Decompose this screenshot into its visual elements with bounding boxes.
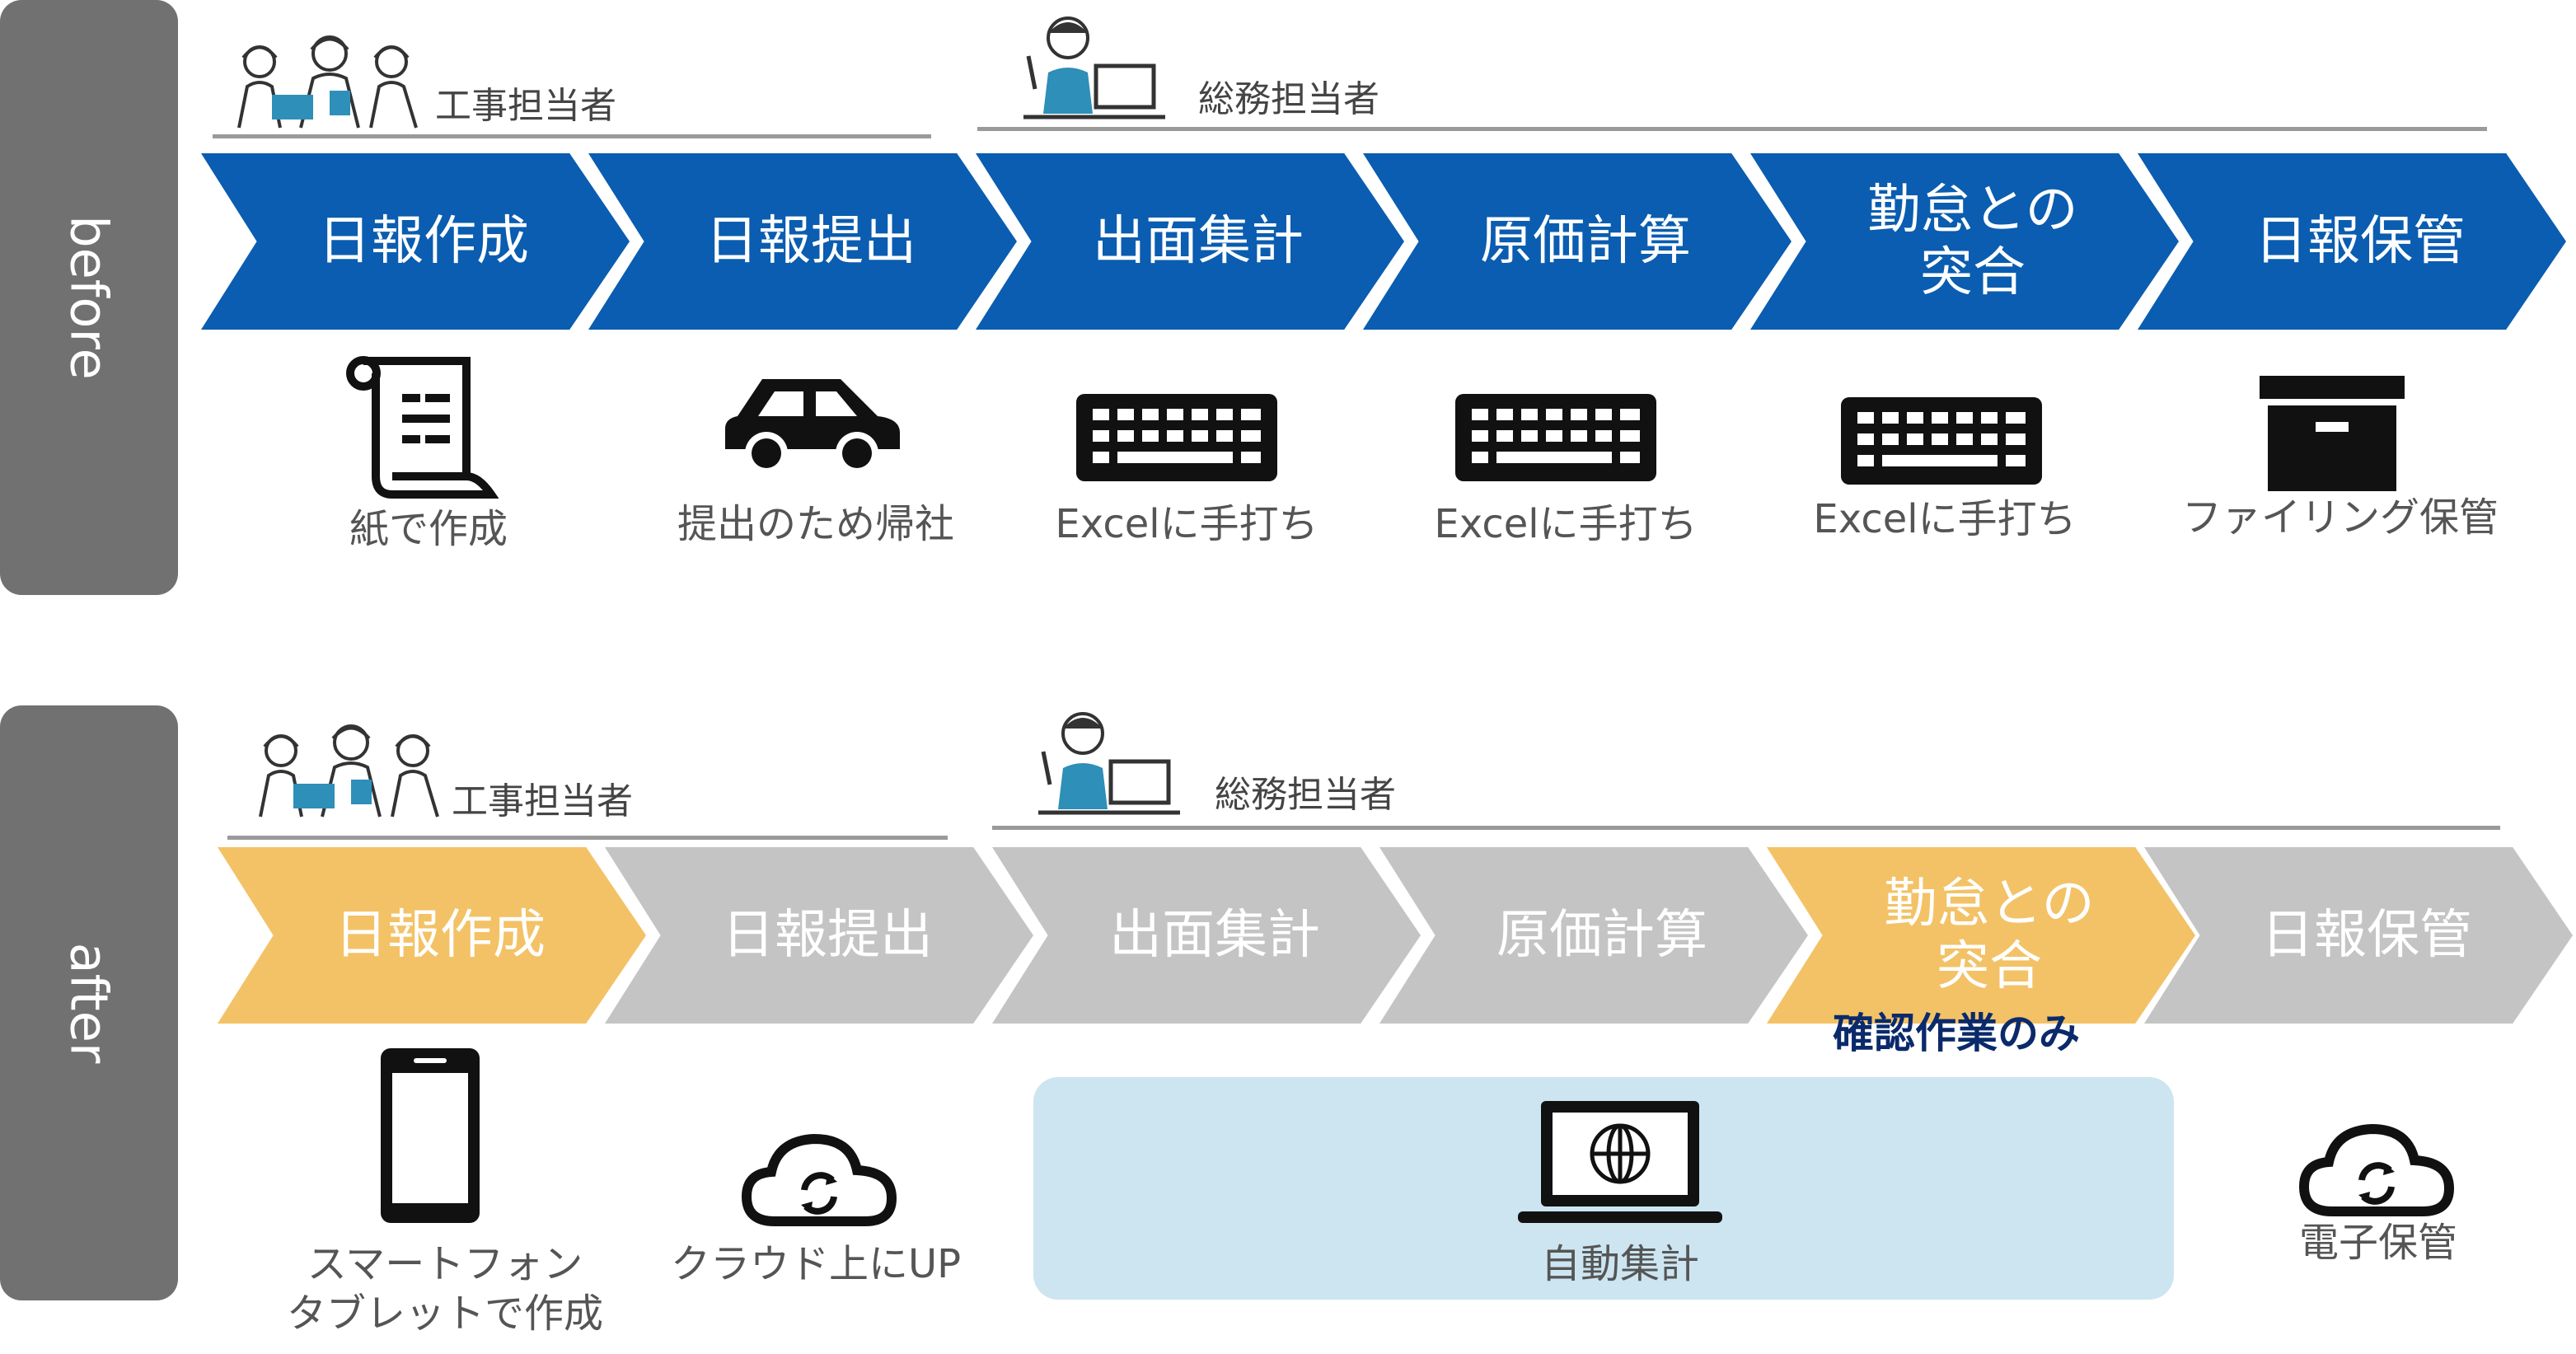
before-tool-label-2: 提出のため帰社 — [677, 501, 954, 547]
before-role-construction-line — [213, 134, 931, 138]
after-step-2: 日報提出 — [605, 847, 1033, 1024]
after-label: after — [59, 942, 119, 1064]
after-tool-label-3: 自動集計 — [1540, 1241, 1699, 1287]
cloud-sync-icon — [2299, 1121, 2454, 1218]
cloud-sync-icon — [742, 1131, 897, 1228]
car-icon — [717, 371, 906, 478]
after-sidebar: after — [0, 705, 178, 1300]
after-step-5: 勤怠との 突合 — [1767, 847, 2195, 1024]
before-role-general-line — [977, 127, 2487, 131]
construction-workers-illustration — [244, 714, 450, 821]
scroll-document-icon — [343, 353, 499, 501]
keyboard-icon — [1076, 394, 1277, 481]
before-step-2: 日報提出 — [588, 153, 1017, 330]
before-step-3: 出面集計 — [976, 153, 1404, 330]
before-tool-label-1: 紙で作成 — [349, 506, 508, 552]
construction-workers-illustration — [222, 25, 429, 132]
after-tool-label-2: クラウド上にUP — [670, 1241, 962, 1287]
after-step-3: 出面集計 — [992, 847, 1421, 1024]
after-role-general: 総務担当者 — [1215, 774, 1396, 816]
before-role-construction: 工事担当者 — [435, 85, 616, 127]
before-label: before — [59, 215, 119, 380]
after-role-construction-line — [227, 836, 948, 840]
after-tool-label-1: スマートフォン タブレットで作成 — [286, 1241, 603, 1337]
after-tool-label-4: 電子保管 — [2298, 1220, 2457, 1266]
check-only-note: 確認作業のみ — [1833, 1010, 2080, 1057]
office-worker-illustration — [1035, 702, 1183, 818]
before-step-5: 勤怠との 突合 — [1750, 153, 2179, 330]
before-step-4: 原価計算 — [1363, 153, 1791, 330]
before-step-6: 日報保管 — [2138, 153, 2566, 330]
keyboard-icon — [1841, 397, 2042, 485]
before-step-1: 日報作成 — [201, 153, 630, 330]
smartphone-icon — [381, 1048, 480, 1223]
after-role-construction: 工事担当者 — [452, 780, 633, 822]
before-tool-label-5: Excelに手打ち — [1813, 496, 2077, 542]
after-step-1: 日報作成 — [218, 847, 646, 1024]
archive-box-icon — [2260, 376, 2405, 491]
office-worker-illustration — [1020, 7, 1169, 122]
before-sidebar: before — [0, 0, 178, 595]
after-role-general-line — [992, 826, 2500, 830]
before-tool-label-4: Excelに手打ち — [1434, 501, 1698, 547]
after-step-4: 原価計算 — [1379, 847, 1808, 1024]
keyboard-icon — [1455, 394, 1656, 481]
before-tool-label-3: Excelに手打ち — [1055, 501, 1318, 547]
before-tool-label-6: ファイリング保管 — [2181, 494, 2499, 541]
before-role-general: 総務担当者 — [1198, 78, 1379, 120]
laptop-globe-icon — [1518, 1101, 1722, 1225]
after-step-6: 日報保管 — [2144, 847, 2573, 1024]
